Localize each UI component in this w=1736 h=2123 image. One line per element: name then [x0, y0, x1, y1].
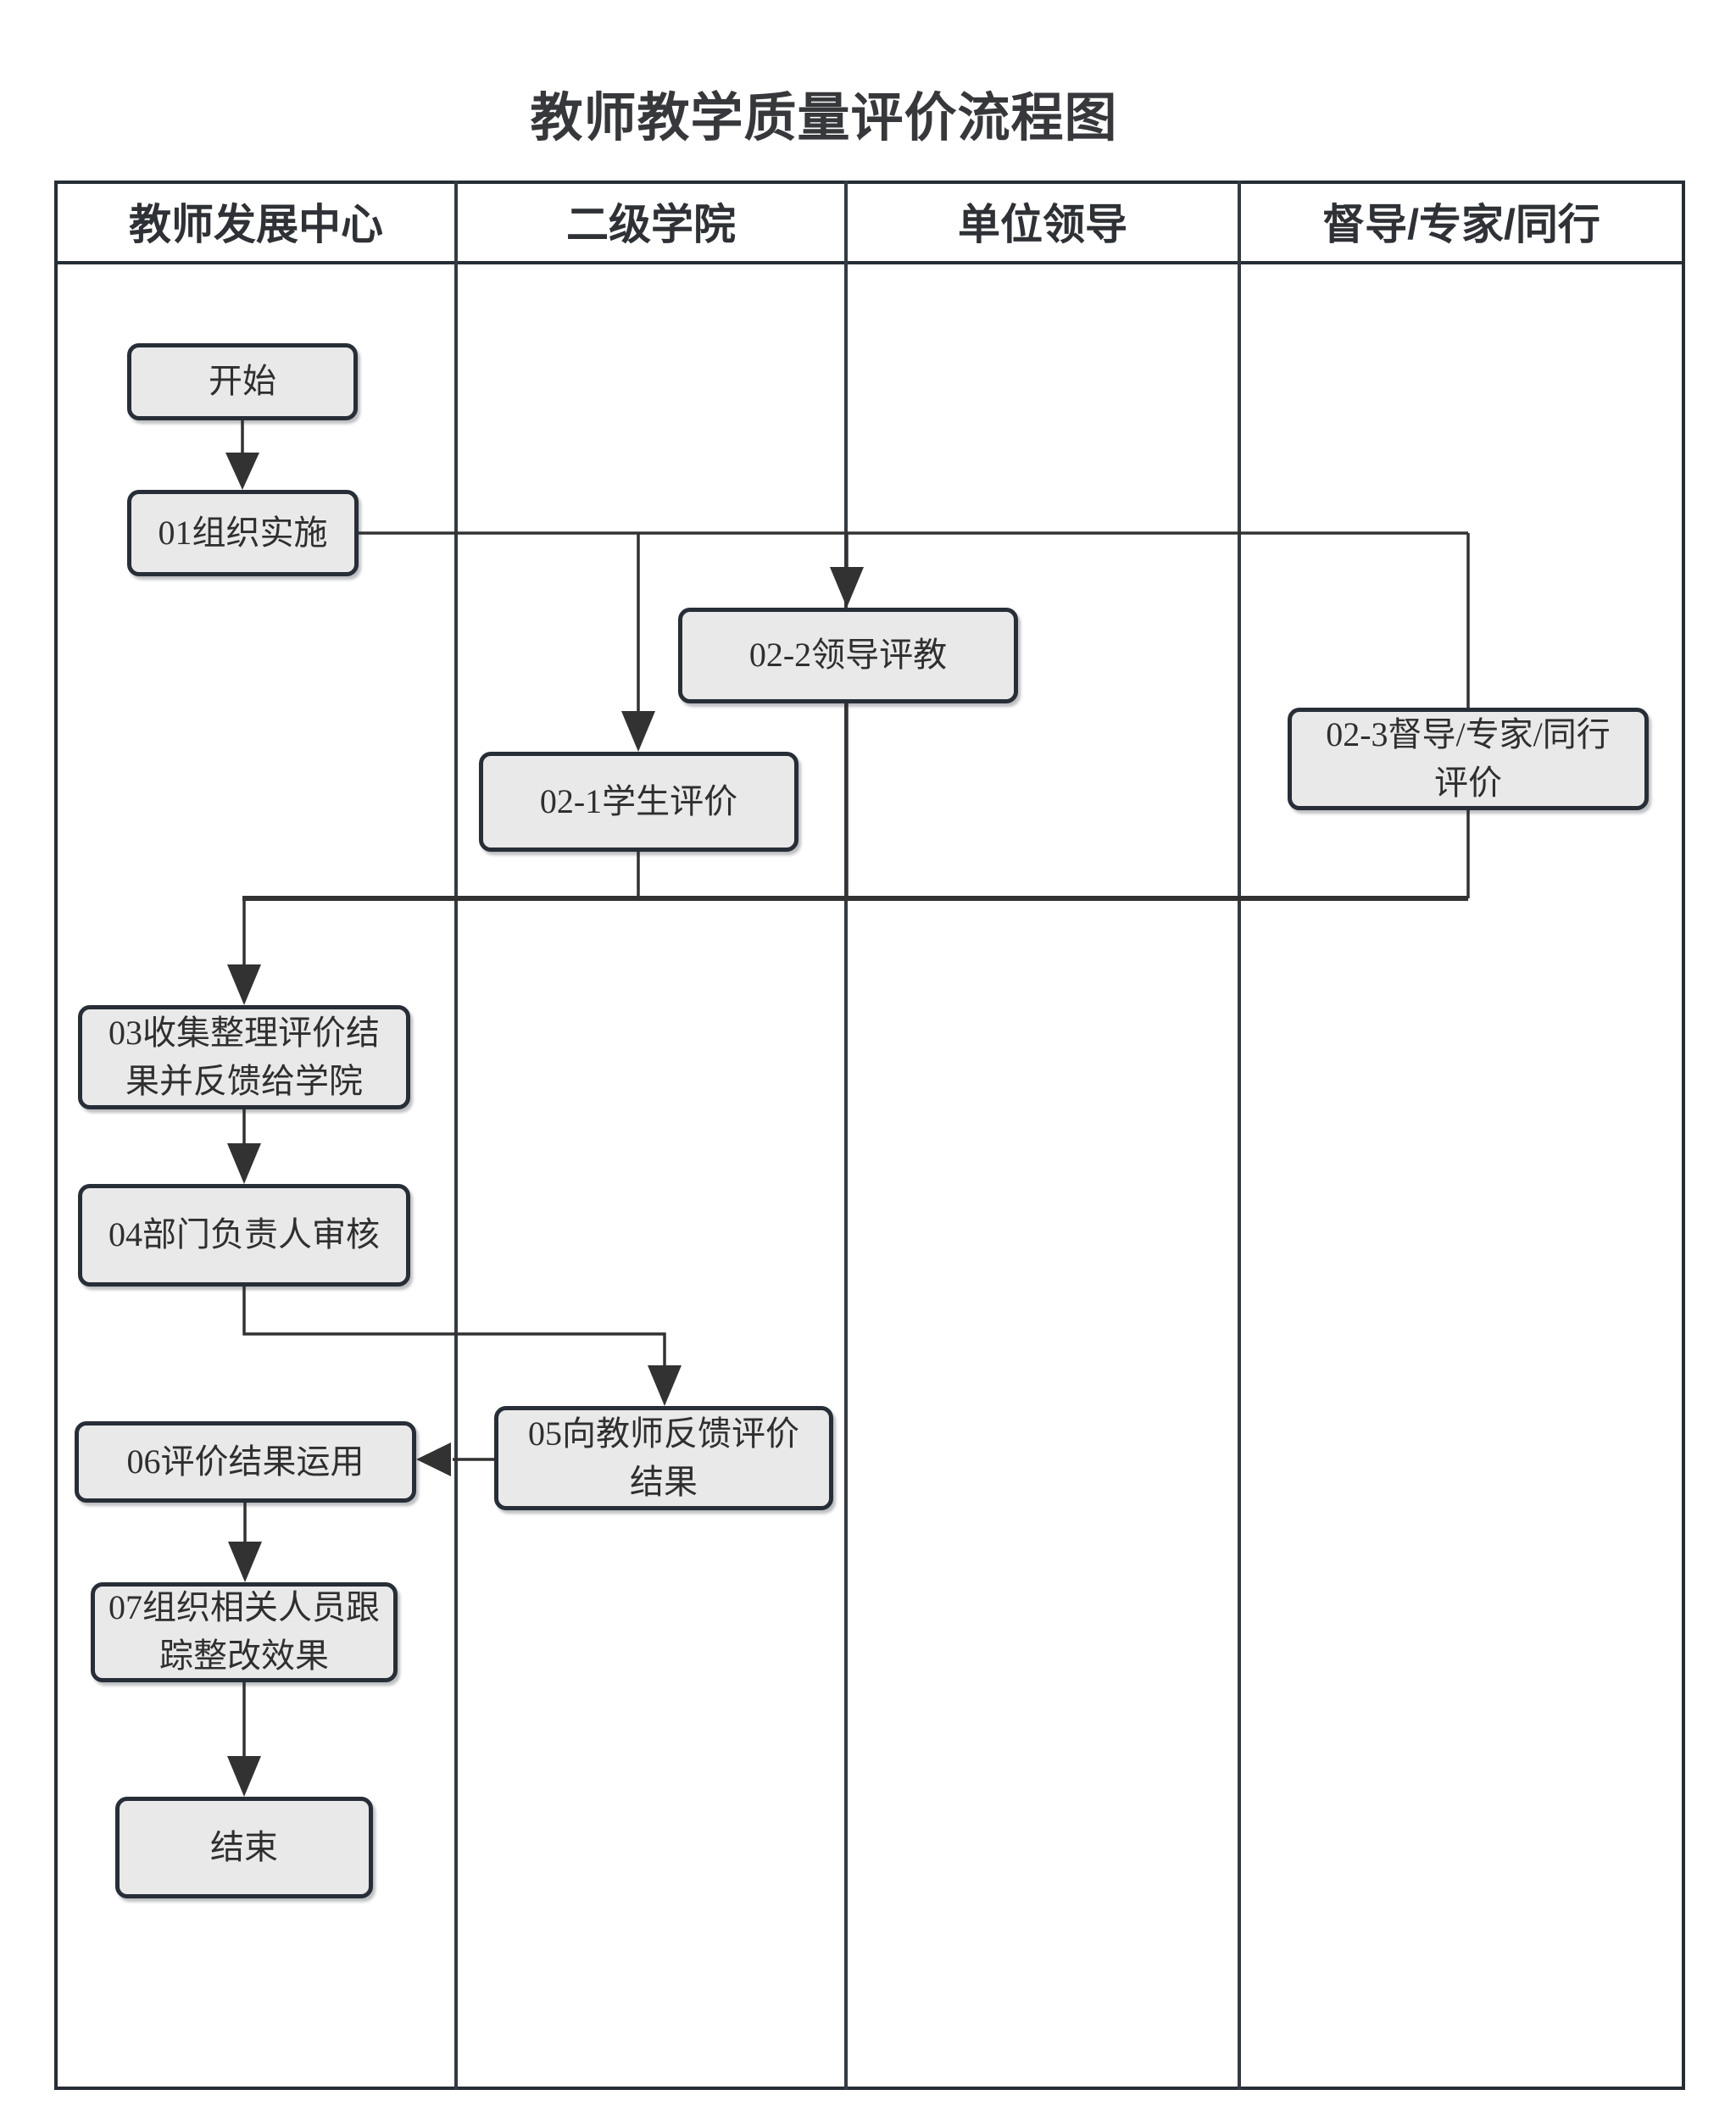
node-06-apply-evaluation-results: 06评价结果运用	[75, 1421, 416, 1503]
arrowhead	[225, 453, 259, 490]
arrowhead	[227, 964, 261, 1005]
node-label: 01组织实施	[158, 513, 328, 552]
node-label: 04部门负责人审核	[108, 1215, 380, 1254]
page-title: 教师教学质量评价流程图	[530, 89, 1118, 147]
node-label: 02-3督导/专家/同行评价	[1326, 714, 1611, 802]
swimlane-table-frame	[54, 181, 1685, 2090]
lane-header-supervisors-experts-peers: 督导/专家/同行	[1241, 181, 1682, 261]
arrowhead	[228, 1542, 262, 1582]
lane-header-unit-leaders: 单位领导	[848, 181, 1238, 261]
lane-divider	[1238, 181, 1241, 2090]
connector-04-to-05	[242, 1287, 666, 1367]
node-end: 结束	[115, 1797, 373, 1898]
lane-header-label: 督导/专家/同行	[1322, 200, 1600, 248]
lane-header-secondary-college: 二级学院	[458, 181, 844, 261]
node-label: 开始	[209, 362, 276, 401]
node-label: 05向教师反馈评价结果	[528, 1414, 799, 1501]
lane-divider	[844, 181, 848, 2090]
node-05-feedback-results-to-teachers: 05向教师反馈评价结果	[494, 1406, 833, 1510]
node-02-2-leader-evaluation: 02-2领导评教	[678, 608, 1018, 703]
node-label: 结束	[210, 1827, 278, 1866]
node-01-organize-implementation: 01组织实施	[127, 490, 359, 576]
arrowhead	[416, 1442, 451, 1476]
node-07-track-rectification-effect: 07组织相关人员跟踪整改效果	[91, 1582, 398, 1682]
node-label: 02-1学生评价	[539, 781, 738, 820]
node-label: 07组织相关人员跟踪整改效果	[108, 1588, 380, 1675]
node-label: 06评价结果运用	[126, 1442, 364, 1481]
node-02-1-student-evaluation: 02-1学生评价	[479, 752, 798, 852]
node-label: 02-2领导评教	[748, 636, 948, 675]
lane-header-teacher-dev-center: 教师发展中心	[58, 181, 454, 261]
lane-header-label: 教师发展中心	[129, 200, 383, 248]
node-02-3-supervisor-expert-peer-evaluation: 02-3督导/专家/同行评价	[1288, 708, 1649, 810]
lane-header-underline	[54, 261, 1685, 264]
lane-divider	[454, 181, 458, 2090]
node-start: 开始	[127, 343, 358, 420]
node-label: 03收集整理评价结果并反馈给学院	[108, 1013, 380, 1100]
arrowhead	[227, 1143, 261, 1184]
node-04-dept-head-review: 04部门负责人审核	[78, 1184, 410, 1287]
lane-header-label: 单位领导	[958, 200, 1127, 248]
arrowhead	[830, 567, 864, 608]
arrowhead	[227, 1756, 261, 1797]
arrowhead	[648, 1365, 682, 1406]
lane-header-label: 二级学院	[566, 200, 736, 248]
node-03-collect-and-feedback-results: 03收集整理评价结果并反馈给学院	[78, 1005, 410, 1109]
arrowhead	[621, 711, 655, 752]
